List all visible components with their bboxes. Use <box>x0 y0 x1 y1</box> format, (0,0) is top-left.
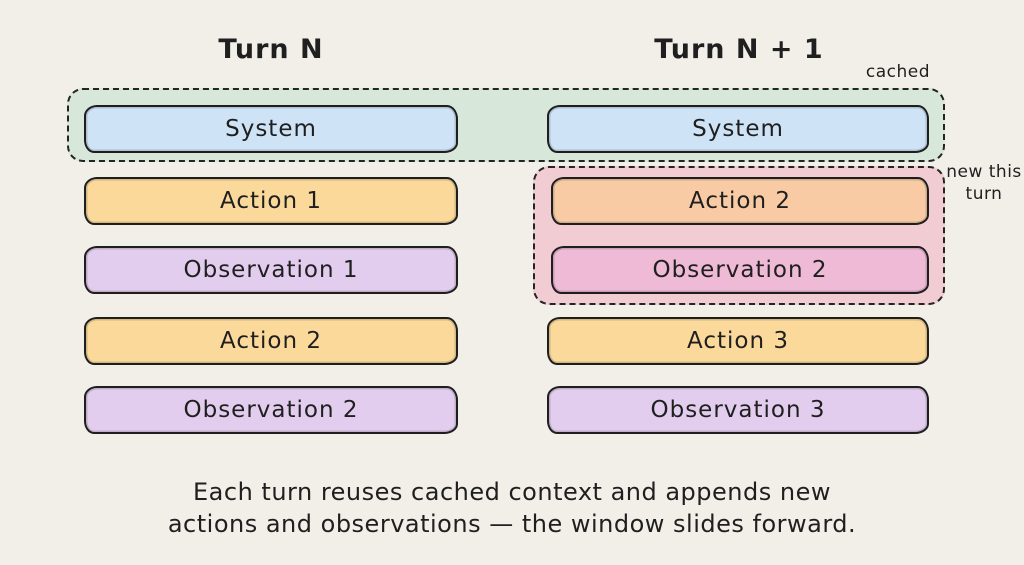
cached-label: cached <box>865 62 930 82</box>
turn-n-plus-1-header: Turn N + 1 <box>654 34 824 65</box>
observation-2-box-turn-n-plus-1: Observation 2 <box>551 246 929 294</box>
new-this-turn-label: new this turn <box>946 162 1022 205</box>
action-3-box: Action 3 <box>547 317 929 365</box>
action-1-box: Action 1 <box>84 177 458 225</box>
system-box-turn-n: System <box>84 105 458 153</box>
system-box-turn-n-plus-1: System <box>547 105 929 153</box>
caption: Each turn reuses cached context and appe… <box>0 477 1024 540</box>
observation-1-box: Observation 1 <box>84 246 458 294</box>
turn-n-header: Turn N <box>218 34 324 65</box>
action-2-box-turn-n: Action 2 <box>84 317 458 365</box>
observation-3-box: Observation 3 <box>547 386 929 434</box>
action-2-box-turn-n-plus-1: Action 2 <box>551 177 929 225</box>
caption-line-1: Each turn reuses cached context and appe… <box>193 478 831 506</box>
observation-2-box-turn-n: Observation 2 <box>84 386 458 434</box>
caption-line-2: actions and observations — the window sl… <box>167 509 857 538</box>
